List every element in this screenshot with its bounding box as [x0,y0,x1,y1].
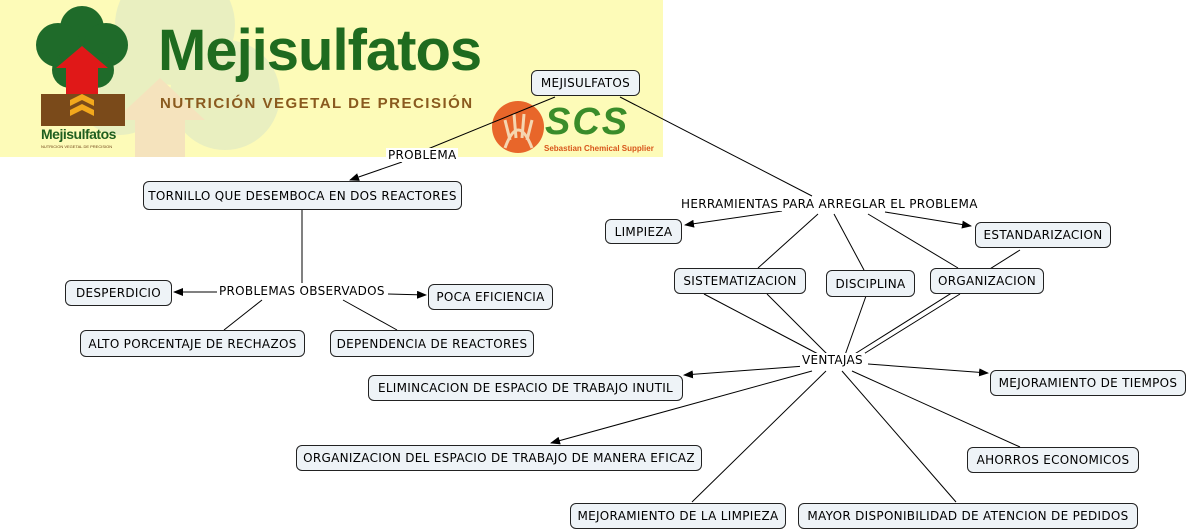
node-estandarizacion[interactable]: ESTANDARIZACION [975,222,1111,248]
link-disciplina-ventajas [844,295,867,356]
node-disciplina[interactable]: DISCIPLINA [826,270,915,297]
link-herramientas-estandarizacion [884,211,972,229]
brand-banner: Mejisulfatos NUTRICIÓN VEGETAL DE PRECIS… [0,0,663,157]
node-eliminacion-espacio[interactable]: ELIMINCACION DE ESPACIO DE TRABAJO INUTI… [368,375,683,401]
link-ventajas-ahorros [851,370,1021,448]
link-problema-tornillo [349,161,403,181]
link-label-ventajas: VENTAJAS [800,353,865,367]
link-observados-eficiencia [387,290,427,299]
link-herramientas-disciplina [833,213,865,271]
node-dependencia-reactores[interactable]: DEPENDENCIA DE REACTORES [330,330,534,357]
node-mejoramiento-limpieza[interactable]: MEJORAMIENTO DE LA LIMPIEZA [570,503,786,529]
link-herramientas-limpieza [684,210,783,228]
node-ahorros-economicos[interactable]: AHORROS ECONOMICOS [967,447,1139,473]
link-sistematizacion-ventajas [766,293,829,356]
link-root-problema [417,96,556,154]
scs-logo-icon [492,101,544,153]
tree-logo-icon [36,6,128,126]
link-organizacion-ventajas [861,293,961,356]
link-label-problema: PROBLEMA [386,148,459,162]
link-label-problemas-observados: PROBLEMAS OBSERVADOS [217,284,387,298]
node-desperdicio[interactable]: DESPERDICIO [65,280,172,306]
node-organizacion[interactable]: ORGANIZACION [930,268,1044,294]
link-herramientas-organizacion [867,213,959,269]
node-root[interactable]: MEJISULFATOS [531,70,640,96]
node-mayor-disponibilidad[interactable]: MAYOR DISPONIBILIDAD DE ATENCION DE PEDI… [798,503,1138,529]
banner-artwork [36,0,544,157]
logo-text: Mejisulfatos [41,126,116,142]
node-alto-porcentaje-rechazos[interactable]: ALTO PORCENTAJE DE RECHAZOS [80,330,305,357]
brand-tagline: NUTRICIÓN VEGETAL DE PRECISIÓN [160,95,474,112]
link-limpieza-ventajas [703,293,821,356]
node-organizacion-espacio[interactable]: ORGANIZACION DEL ESPACIO DE TRABAJO DE M… [296,445,702,471]
scs-logo-text: SCS [545,101,630,143]
link-estandarizacion-ventajas [852,249,1021,356]
node-tornillo[interactable]: TORNILLO QUE DESEMBOCA EN DOS REACTORES [143,181,462,210]
link-ventajas-eliminacion [683,365,806,379]
link-root-herramientas [619,96,813,197]
link-ventajas-limpieza [691,370,827,503]
link-observados-dependencia [342,299,398,331]
node-poca-eficiencia[interactable]: POCA EFICIENCIA [428,284,553,310]
link-ventajas-organizacion-espacio [550,370,813,445]
scs-logo-subtext: Sebastian Chemical Supplier [544,144,654,153]
link-observados-rechazos [223,299,263,331]
link-herramientas-sistematizacion [757,213,819,269]
node-mejoramiento-tiempos[interactable]: MEJORAMIENTO DE TIEMPOS [990,370,1186,396]
link-ventajas-disponibilidad [841,370,957,503]
node-limpieza[interactable]: LIMPIEZA [605,219,682,244]
node-sistematizacion[interactable]: SISTEMATIZACION [674,268,806,294]
brand-name: Mejisulfatos [158,18,482,83]
link-ventajas-tiempos [867,363,989,377]
logo-subtext: NUTRICION VEGETAL DE PRECISION [41,144,113,149]
link-label-herramientas: HERRAMIENTAS PARA ARREGLAR EL PROBLEMA [679,197,980,211]
